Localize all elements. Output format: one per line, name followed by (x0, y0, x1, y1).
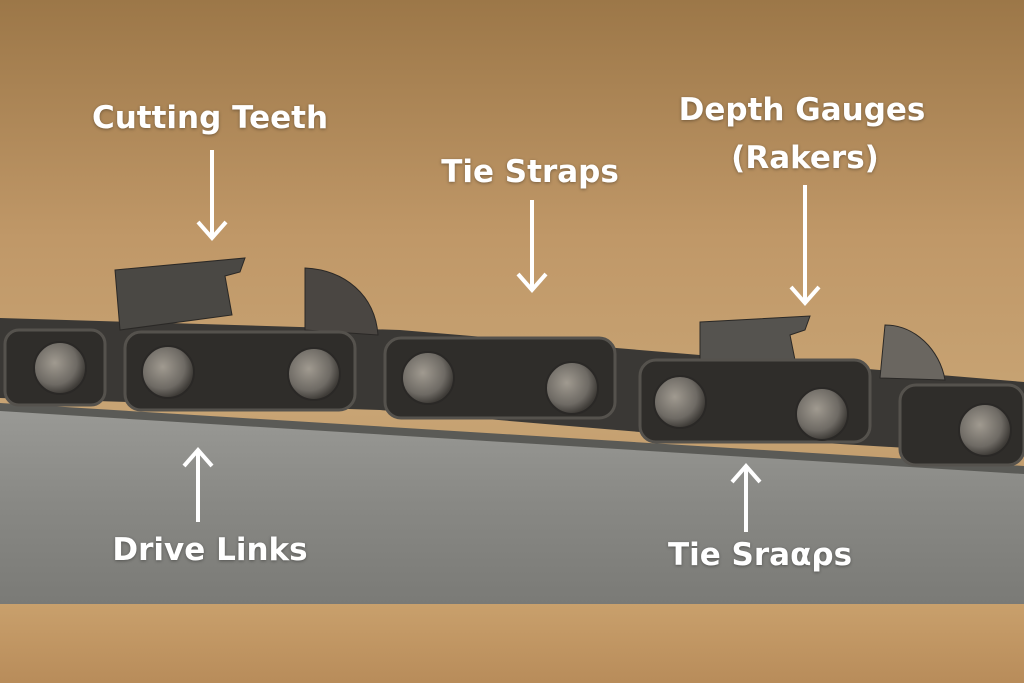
arrow-up-icon (182, 446, 214, 522)
label-rakers: (Rakers) (731, 140, 879, 176)
depth-gauge-top (879, 324, 946, 381)
label-depth-gauges: Depth Gauges (678, 92, 926, 128)
arrow-down-icon (789, 185, 821, 307)
label-drive-links: Drive Links (112, 532, 308, 568)
arrow-down-icon (516, 200, 548, 294)
cutting-tooth (114, 257, 246, 331)
wood-surface (0, 604, 1024, 683)
arrow-up-icon (730, 462, 762, 532)
label-cutting-teeth: Cutting Teeth (91, 100, 329, 136)
label-tie-straps-bottom: Tie Sraαρs (667, 537, 853, 573)
label-tie-straps-top: Tie Straps (441, 154, 619, 190)
arrow-down-icon (196, 150, 228, 242)
guide-bar-edge (0, 403, 1024, 474)
cutting-tooth-top (304, 267, 379, 336)
